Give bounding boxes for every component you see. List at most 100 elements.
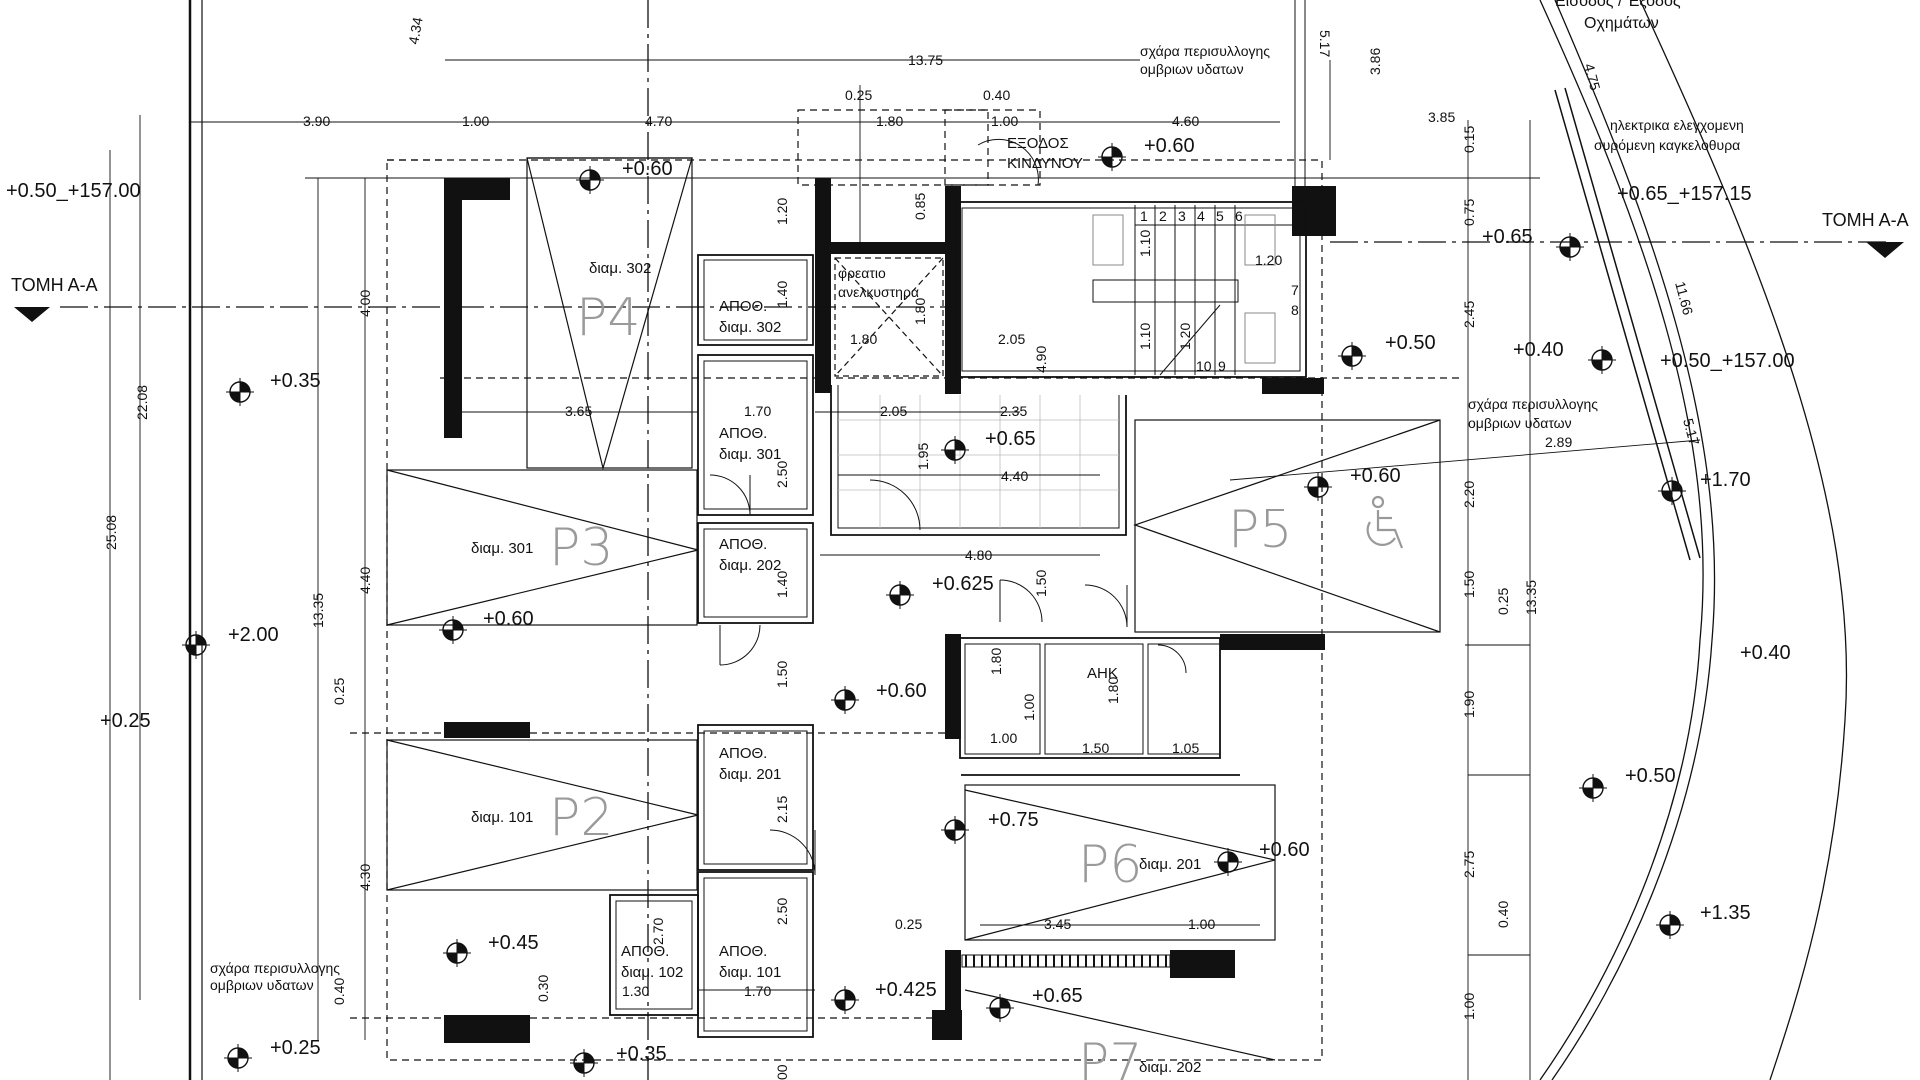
dim-025a: 0.25 <box>845 87 872 103</box>
site-boundary <box>188 0 1306 1080</box>
dim-150b: 1.50 <box>1033 570 1049 597</box>
dim-100b: 1.00 <box>991 113 1018 129</box>
wheelchair-icon <box>1366 495 1404 549</box>
walls <box>444 178 1336 1043</box>
dim-386: 3.86 <box>1367 48 1383 75</box>
stair-9: 9 <box>1218 358 1226 374</box>
dim-140a: 1.40 <box>774 281 790 308</box>
stair-1: 1 <box>1140 208 1148 224</box>
exit-label-b: ΚΙΝΔΥΝΟΥ <box>1007 155 1083 172</box>
gate-desc-a: ηλεκτρικα ελεγχομενη <box>1610 117 1744 133</box>
staircase <box>1092 205 1300 376</box>
elev-200: +2.00 <box>228 624 279 646</box>
level-l2: +0.65_+157.15 <box>1617 183 1752 205</box>
elevator-shaft <box>834 257 944 377</box>
dim-030: 0.30 <box>535 975 551 1002</box>
dim-345: 3.45 <box>1044 916 1071 932</box>
elev-025: +0.25 <box>270 1037 321 1059</box>
dim-180c: 1.80 <box>912 298 928 325</box>
door-swings <box>709 138 1187 876</box>
drain-grate <box>961 954 1171 968</box>
gate-label-1: Είσοδος / Έξοδος <box>1555 0 1681 10</box>
store-title-201: ΑΠΟΘ. <box>719 745 767 762</box>
level-l1: +0.50_+157.00 <box>6 180 141 202</box>
dim-385: 3.85 <box>1428 109 1455 125</box>
dim-180d: 1.80 <box>988 648 1004 675</box>
elev-060c: +0.60 <box>1144 135 1195 157</box>
dim-150a: 1.50 <box>1461 571 1477 598</box>
section-label-right: ΤΟΜΗ Α-Α <box>1822 210 1909 230</box>
dim-170b: 1.70 <box>744 983 771 999</box>
dim-100c: 1.00 <box>1461 993 1477 1020</box>
dim-205b: 2.05 <box>998 331 1025 347</box>
dim-460: 4.60 <box>1172 113 1199 129</box>
parking-P2: P2 <box>549 788 613 848</box>
dim-480: 4.80 <box>965 547 992 563</box>
store-201: διαμ. 201 <box>719 766 781 783</box>
dim-120c: 1.20 <box>1177 323 1193 350</box>
dim-220: 2.20 <box>1461 481 1477 508</box>
dim-430: 4.30 <box>357 864 373 891</box>
dim-365: 3.65 <box>565 403 592 419</box>
elev-075: +0.75 <box>988 809 1039 831</box>
dim-235: 2.35 <box>1000 403 1027 419</box>
dim-470: 4.70 <box>645 113 672 129</box>
elev-060d: +0.60 <box>876 680 927 702</box>
dim-180b: 1.80 <box>850 331 877 347</box>
elev-060b: +0.60 <box>483 608 534 630</box>
room-d101: διαμ. 101 <box>471 809 533 826</box>
dim-205a: 2.05 <box>880 403 907 419</box>
stair-2: 2 <box>1159 208 1167 224</box>
dim-120b: 1.20 <box>1255 252 1282 268</box>
stair-6: 6 <box>1235 208 1243 224</box>
dim-140b: 1.40 <box>774 571 790 598</box>
dim-085: 0.85 <box>912 193 928 220</box>
dim-1335a: 13.35 <box>310 593 326 628</box>
dim-150d: 1.50 <box>1082 740 1109 756</box>
dim-040b: 0.40 <box>1495 901 1511 928</box>
dim-025d: 0.25 <box>895 916 922 932</box>
level-markers <box>181 142 1687 1078</box>
elev-040b: +0.40 <box>1740 642 1791 664</box>
elev-060e: +0.60 <box>1259 839 1310 861</box>
dim-475: 4.75 <box>1581 62 1604 93</box>
dim-180e: 1.80 <box>1105 677 1121 704</box>
ahk-label: ΑΗΚ <box>1087 665 1118 682</box>
dim-190: 1.90 <box>1461 691 1477 718</box>
elev-045: +0.45 <box>488 932 539 954</box>
stair-10: 10 <box>1196 358 1212 374</box>
grate-label-2a: σχάρα περισυλλογης <box>1468 396 1598 412</box>
dim-040c: 0.40 <box>331 978 347 1005</box>
level-l4: +0.25 <box>100 710 151 732</box>
store-title-102: ΑΠΟΘ. <box>621 943 669 960</box>
drawing-text: Είσοδος / Έξοδος Οχημάτων σχάρα περισυλλ… <box>6 0 1909 1080</box>
dim-1166: 11.66 <box>1672 280 1696 317</box>
dim-100f: 1.00 <box>1188 916 1215 932</box>
dim-180a: 1.80 <box>876 113 903 129</box>
dim-1335b: 13.35 <box>1523 580 1539 615</box>
store-title-101: ΑΠΟΘ. <box>719 943 767 960</box>
store-title-301: ΑΠΟΘ. <box>719 425 767 442</box>
elevator-label-a: φρεατιο <box>838 265 886 281</box>
dim-015: 0.15 <box>1461 126 1477 153</box>
vertical-dims: 22.08 25.08 13.35 4.00 4.40 4.30 0.25 0.… <box>103 16 1703 1080</box>
grate-label-2b: ομβριων υδατων <box>1468 415 1572 431</box>
elev-170: +1.70 <box>1700 469 1751 491</box>
elev-050b: +0.50 <box>1625 765 1676 787</box>
level-l3: +0.50_+157.00 <box>1660 350 1795 372</box>
store-302: διαμ. 302 <box>719 319 781 336</box>
grate-label-3a: σχάρα περισυλλογης <box>210 960 340 976</box>
dim-215: 2.15 <box>774 796 790 823</box>
section-arrow-left <box>14 307 50 322</box>
room-d302: διαμ. 302 <box>589 260 651 277</box>
dim-195: 1.95 <box>915 443 931 470</box>
interior-lines <box>609 201 1307 1038</box>
section-arrow-right <box>1866 242 1904 258</box>
parking-P7: P7 <box>1078 1033 1142 1080</box>
dim-150c: 1.50 <box>774 661 790 688</box>
stair-8: 8 <box>1291 302 1299 318</box>
store-301: διαμ. 301 <box>719 446 781 463</box>
dim-040a: 0.40 <box>983 87 1010 103</box>
dim-270: 2.70 <box>650 918 666 945</box>
elev-065c: +0.65 <box>1482 226 1533 248</box>
